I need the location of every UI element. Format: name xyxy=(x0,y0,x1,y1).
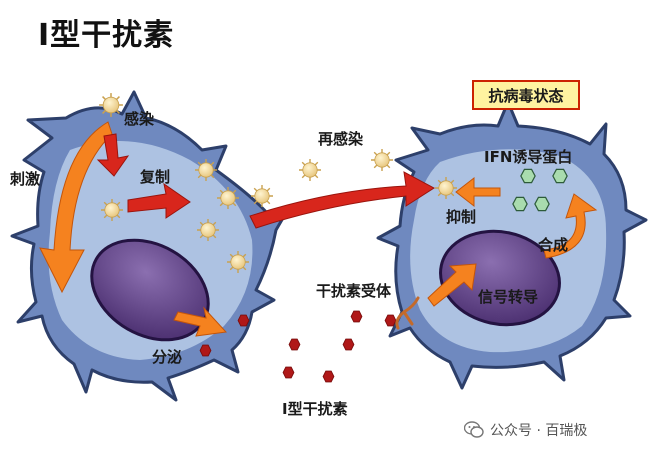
virus-icon xyxy=(98,92,124,118)
virus-icon xyxy=(250,184,274,208)
antiviral-state-box: 抗病毒状态 xyxy=(472,80,580,110)
secretion-arrow xyxy=(173,306,228,337)
label-signal-transduction: 信号转导 xyxy=(478,288,539,306)
infected-cell xyxy=(10,90,292,402)
virus-icon xyxy=(298,158,322,182)
interferon-molecule-icon xyxy=(350,310,363,323)
interferon-molecule-icon xyxy=(288,338,301,351)
label-type-i-interferon: I型干扰素 xyxy=(282,400,348,418)
inhibition-arrow xyxy=(455,176,501,208)
virus-icon xyxy=(216,186,240,210)
infection-arrow xyxy=(96,133,130,177)
ifn-induced-protein-icon xyxy=(512,196,528,212)
label-stimulation: 刺激 xyxy=(10,170,41,188)
interferon-molecule-icon xyxy=(384,314,397,327)
watermark: 公众号 · 百瑞极 xyxy=(464,420,587,440)
label-inhibition: 抑制 xyxy=(446,208,477,226)
virus-icon xyxy=(370,148,394,172)
virus-icon xyxy=(194,158,218,182)
ifn-induced-protein-icon xyxy=(520,168,536,184)
virus-icon xyxy=(100,198,124,222)
diagram-title: I型干扰素 xyxy=(38,18,175,53)
protected-cell xyxy=(376,100,648,390)
interferon-molecule-icon xyxy=(199,344,212,357)
virus-icon xyxy=(196,218,220,242)
watermark-text: 公众号 · 百瑞极 xyxy=(490,423,588,439)
reinfection-arrow xyxy=(249,171,435,229)
stimulation-arrow xyxy=(39,121,113,294)
interferon-molecule-icon xyxy=(282,366,295,379)
label-secretion: 分泌 xyxy=(152,348,183,366)
interferon-molecule-icon xyxy=(342,338,355,351)
replication-arrow xyxy=(127,182,191,219)
signal-transduction-arrow xyxy=(427,263,477,307)
interferon-molecule-icon xyxy=(237,314,250,327)
label-replication: 复制 xyxy=(140,168,171,186)
protected-cell-nucleus xyxy=(439,229,561,327)
interferon-molecule-icon xyxy=(322,370,335,383)
virus-icon xyxy=(434,176,458,200)
interferon-receptor-icon xyxy=(395,296,420,330)
label-ifn-induced-protein: IFN诱导蛋白 xyxy=(484,148,573,166)
ifn-induced-protein-icon xyxy=(534,196,550,212)
synthesis-arrow xyxy=(543,193,598,259)
antiviral-state-label: 抗病毒状态 xyxy=(488,86,564,105)
virus-icon xyxy=(226,250,250,274)
label-reinfection: 再感染 xyxy=(318,130,364,148)
ifn-induced-protein-icon xyxy=(552,168,568,184)
label-infection: 感染 xyxy=(124,110,155,128)
wechat-icon xyxy=(464,421,484,438)
label-interferon-receptor: 干扰素受体 xyxy=(316,282,392,300)
label-synthesis: 合成 xyxy=(538,236,569,254)
